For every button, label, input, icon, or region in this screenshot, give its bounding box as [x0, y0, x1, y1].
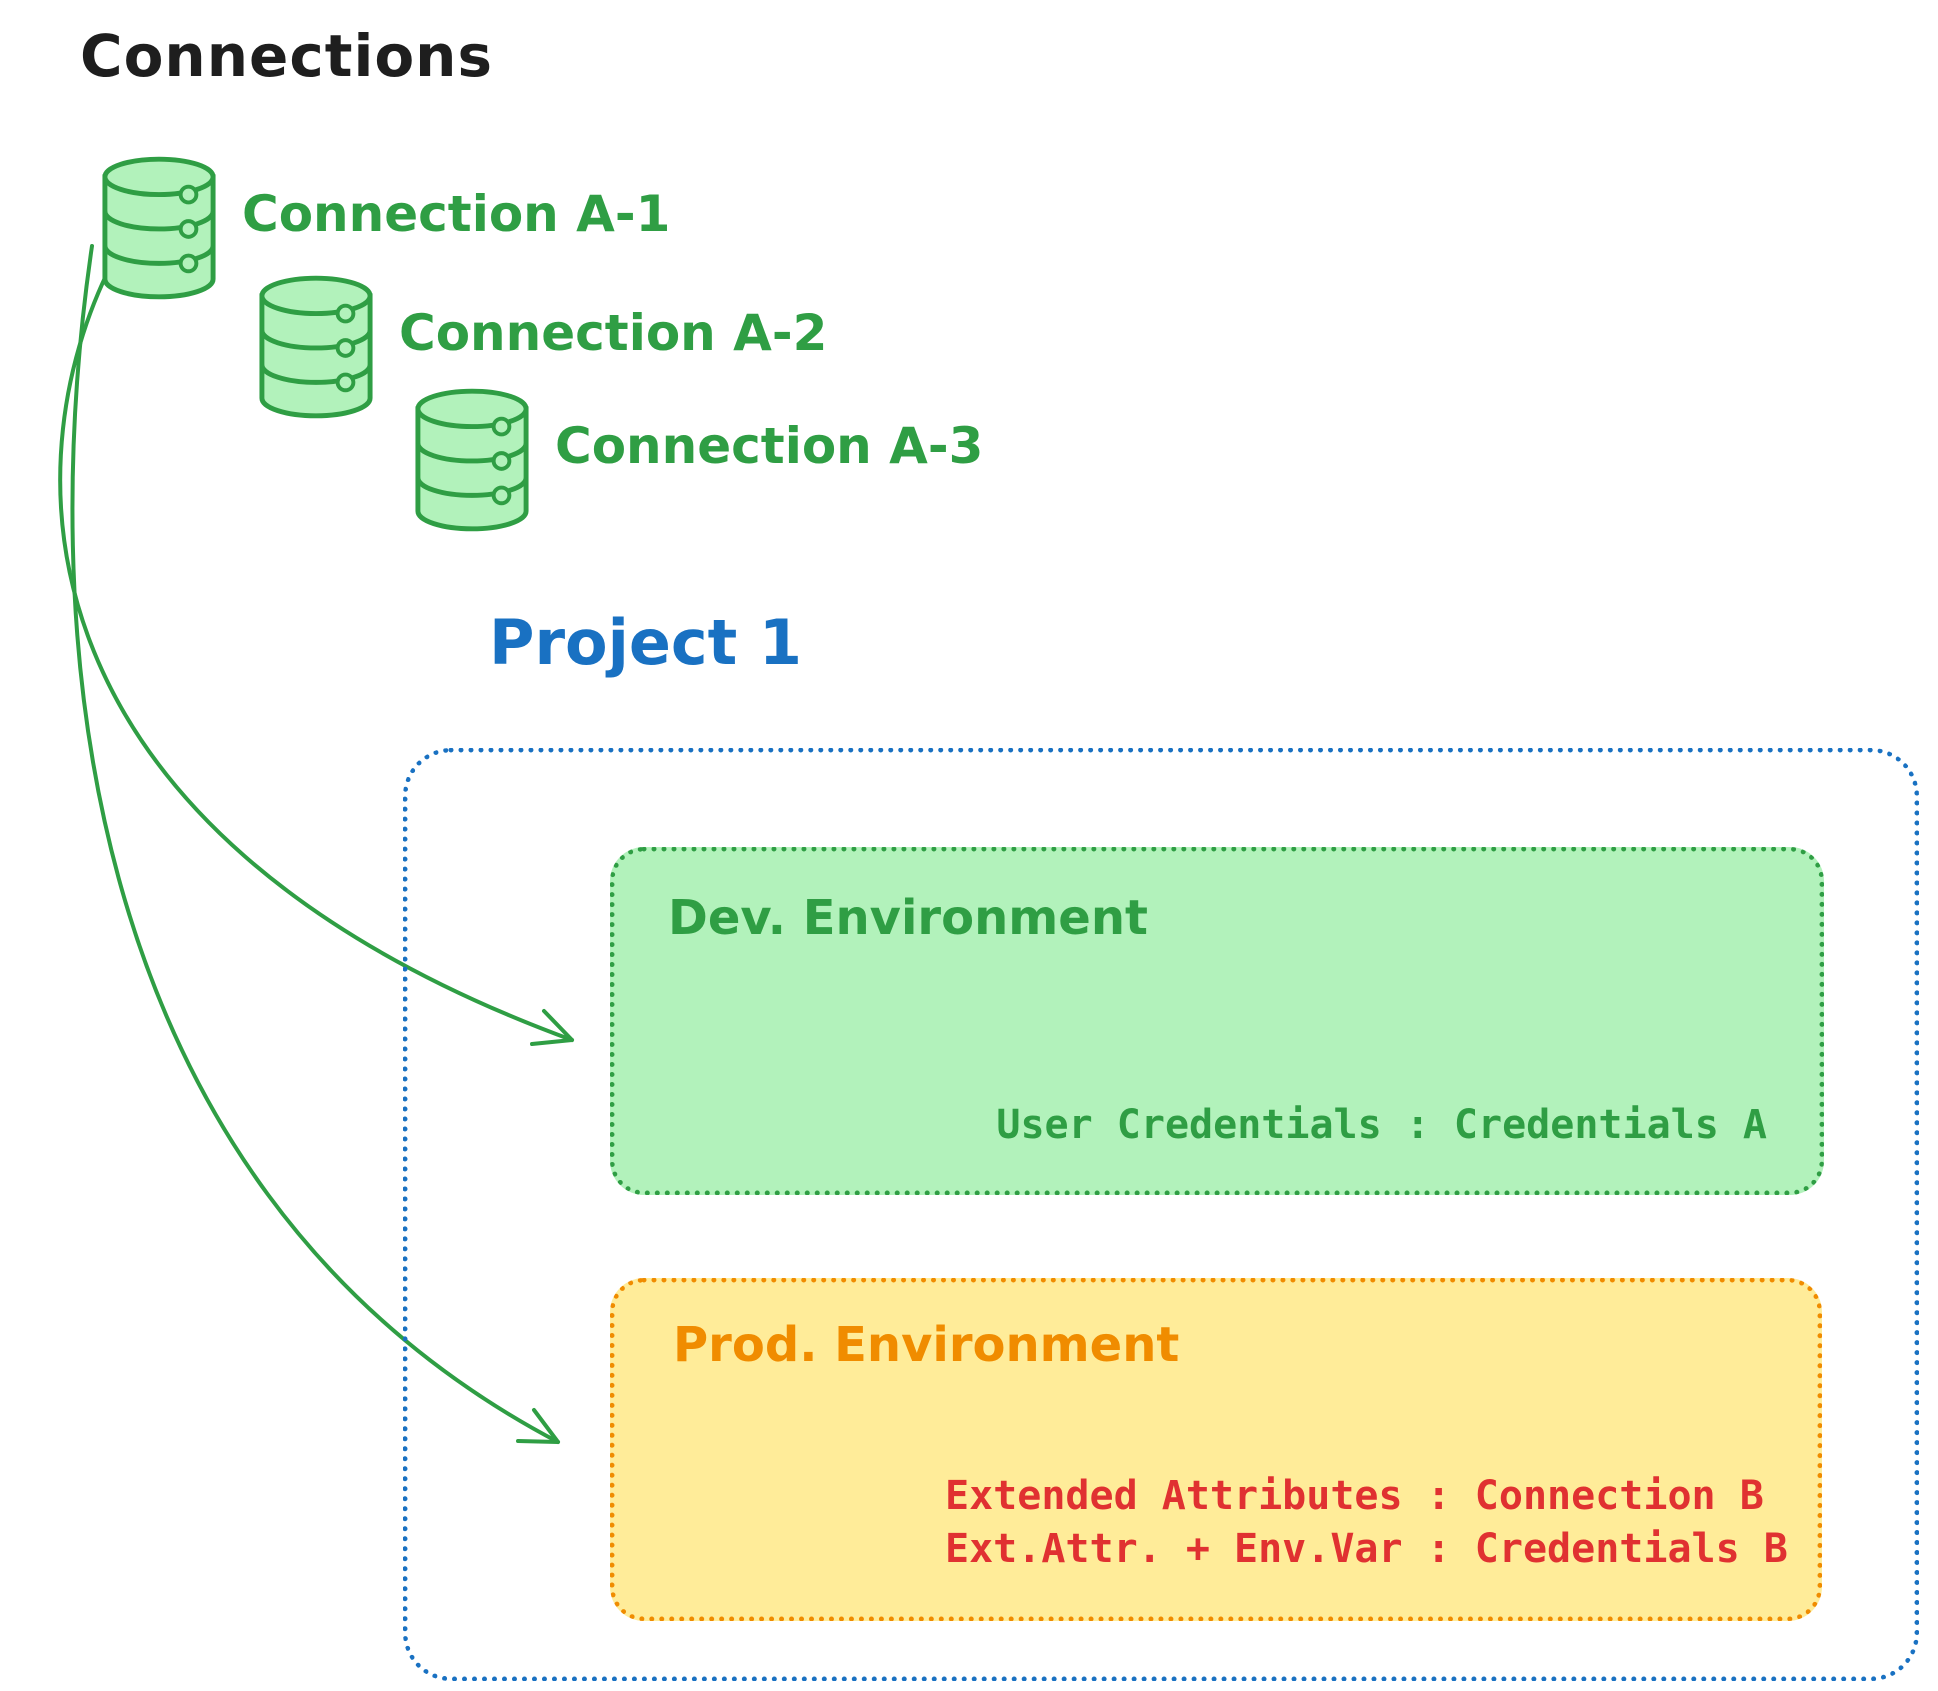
connection-label: Connection A-3 — [555, 417, 984, 475]
connections-title: Connections — [80, 22, 493, 90]
dev-environment-box: Dev. Environment User Credentials : Cred… — [610, 847, 1824, 1195]
project-title: Project 1 — [489, 606, 803, 679]
connection-item: Connection A-3 — [413, 385, 983, 535]
prod-environment-box: Prod. Environment Extended Attributes : … — [610, 1278, 1822, 1621]
connection-label: Connection A-2 — [399, 304, 828, 362]
dev-credentials-line: User Credentials : Credentials A — [996, 1102, 1767, 1148]
database-icon — [102, 156, 216, 300]
connection-item: Connection A-1 — [100, 153, 670, 303]
database-icon — [415, 388, 529, 532]
connection-label: Connection A-1 — [242, 185, 671, 243]
prod-attributes-line: Extended Attributes : Connection B — [945, 1473, 1764, 1520]
dev-environment-title: Dev. Environment — [668, 890, 1148, 946]
project-box: Dev. Environment User Credentials : Cred… — [403, 748, 1919, 1681]
database-icon — [259, 275, 373, 419]
prod-attributes-lines: Extended Attributes : Connection B Ext.A… — [945, 1470, 1788, 1576]
prod-environment-title: Prod. Environment — [673, 1317, 1180, 1373]
connection-item: Connection A-2 — [257, 272, 827, 422]
prod-attributes-line: Ext.Attr. + Env.Var : Credentials B — [945, 1526, 1788, 1573]
